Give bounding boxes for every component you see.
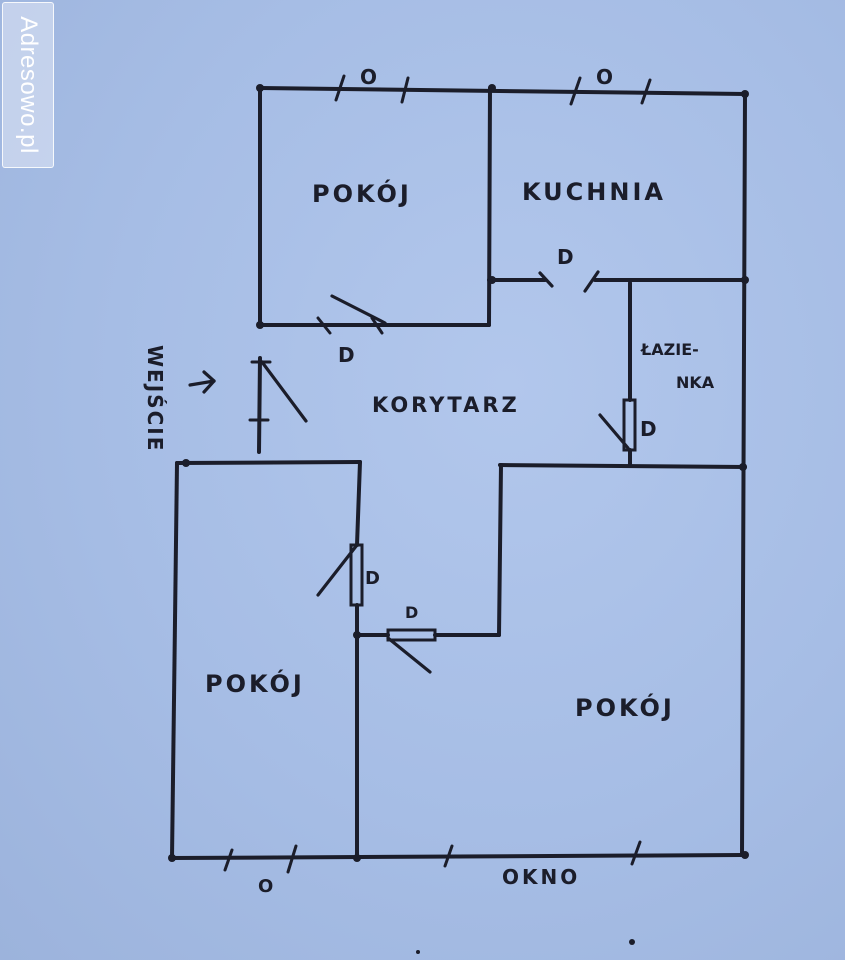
door-kitchen: [583, 270, 600, 293]
watermark-logo: Adresowo.pl: [2, 2, 54, 168]
arrow-right-icon: [188, 370, 216, 394]
window-label-bottom: OKNO: [502, 865, 580, 889]
watermark-text: Adresowo.pl: [15, 16, 42, 154]
door-bathroom: [598, 413, 630, 450]
door-bottom-left-room: [316, 543, 359, 597]
window-ticks: [223, 74, 652, 874]
window-mark-top-1: O: [360, 65, 377, 89]
mark-labels: O O O D D D D D OKNO: [258, 65, 657, 897]
label-room-bottom-left: POKÓJ: [205, 668, 305, 698]
room-labels: POKÓJ KUCHNIA KORYTARZ ŁAZIE- NKA POKÓJ …: [205, 178, 715, 722]
door-mark-bottom-left-room: D: [365, 568, 380, 589]
label-corridor: KORYTARZ: [372, 393, 520, 417]
window-mark-bottom-left: O: [258, 876, 273, 897]
door-bathroom-frame: [622, 398, 637, 452]
door-bottom-right-frame: [386, 628, 437, 642]
door-mark-bottom-right-room: D: [405, 603, 418, 622]
label-room-bottom-right: POKÓJ: [575, 692, 675, 722]
label-bathroom-line2: NKA: [676, 373, 715, 392]
label-kitchen: KUCHNIA: [522, 178, 666, 206]
label-bathroom-line1: ŁAZIE-: [640, 340, 699, 359]
entrance: WEJŚCIE: [143, 345, 216, 452]
door-entrance: [260, 360, 308, 423]
window-mark-top-2: O: [596, 65, 613, 89]
doors: [260, 270, 637, 674]
door-mark-bathroom: D: [640, 417, 657, 441]
door-bottom-right-room: [386, 636, 432, 674]
door-mark-top-left-room: D: [338, 343, 355, 367]
interior-walls: [258, 86, 747, 860]
corner-dots: [168, 84, 749, 954]
entrance-label: WEJŚCIE: [143, 345, 167, 452]
door-bottom-left-frame: [349, 543, 364, 607]
door-top-left-room: [330, 294, 387, 325]
label-room-top-left: POKÓJ: [312, 178, 412, 208]
door-mark-kitchen: D: [557, 245, 574, 269]
